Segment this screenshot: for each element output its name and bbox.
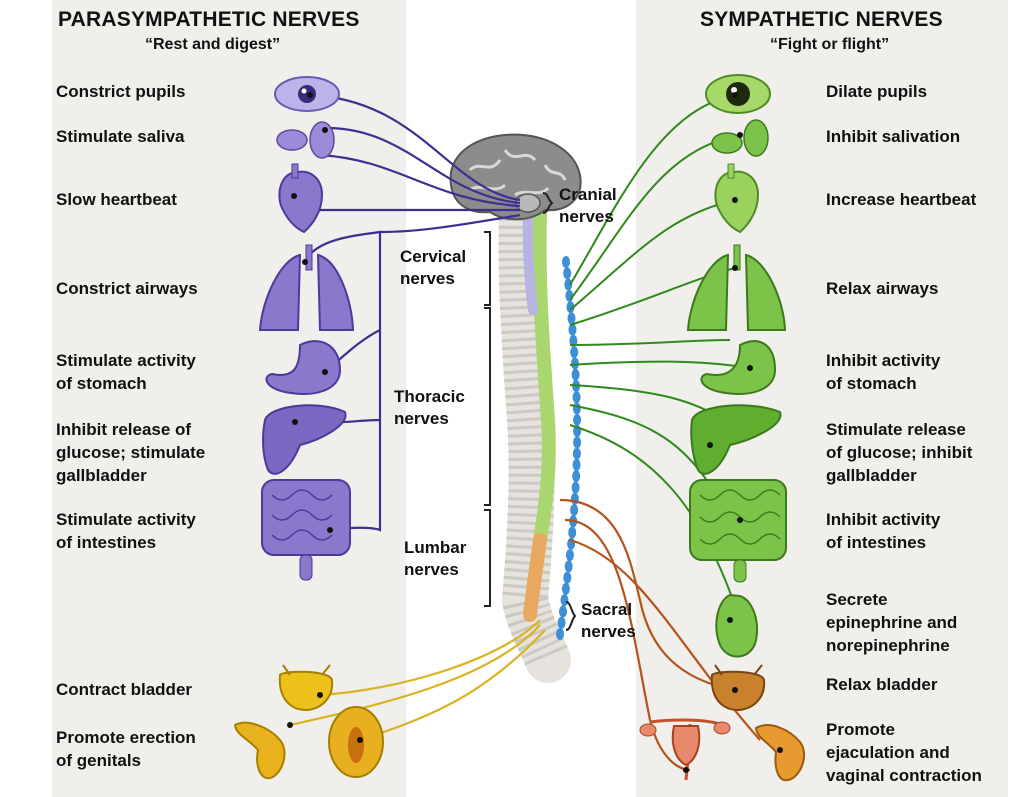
- chain-ganglion: [556, 628, 564, 640]
- chain-ganglion: [565, 549, 574, 562]
- sacral-nerves-label: Sacral nerves: [581, 600, 636, 641]
- lungs-icon: [686, 244, 787, 331]
- parasympathetic-nerves: [294, 93, 521, 532]
- para-label-intestines: Stimulate activity of intestines: [56, 510, 196, 552]
- chain-ganglion: [568, 526, 577, 539]
- chain-ganglion: [572, 391, 581, 404]
- para-label-airways: Constrict airways: [56, 279, 198, 298]
- liver-icon: [262, 404, 347, 475]
- sympathetic-panel: [636, 0, 1008, 797]
- chain-ganglion: [572, 402, 581, 415]
- chain-ganglion: [571, 368, 580, 381]
- chain-ganglion: [561, 582, 570, 595]
- chain-ganglion: [572, 458, 581, 471]
- stomach-icon: [265, 340, 342, 395]
- eye-icon: [705, 74, 771, 114]
- adrenal-kidney-icon: [715, 593, 758, 658]
- chain-ganglion: [570, 346, 579, 359]
- thoracic-nerves-label: Thoracic nerves: [394, 387, 465, 428]
- salivary-gland-icon: [276, 121, 335, 159]
- eye-icon: [274, 76, 340, 112]
- chain-ganglion: [563, 267, 572, 280]
- chain-ganglion: [566, 301, 575, 314]
- stomach-icon: [700, 340, 777, 395]
- parasympathetic-organs: [233, 76, 384, 780]
- chain-ganglion: [572, 470, 581, 483]
- uterus-icon: [639, 718, 731, 781]
- symp-label-adrenal: Secrete epinephrine and norepinephrine: [826, 590, 958, 655]
- bladder-icon: [710, 664, 766, 712]
- heart-icon: [278, 163, 324, 234]
- male-genital-icon: [233, 721, 286, 780]
- para-label-genitals: Promote erection of genitals: [56, 728, 196, 770]
- chain-ganglion: [573, 436, 582, 449]
- chain-ganglion: [559, 605, 568, 618]
- symp-label-genitals: Promote ejaculation and vaginal contract…: [826, 720, 982, 785]
- chain-ganglion: [564, 278, 573, 291]
- symp-label-intestines: Inhibit activity of intestines: [826, 510, 941, 552]
- sympathetic-organs: [639, 74, 806, 782]
- cervical-nerves-label: Cervical nerves: [400, 247, 467, 288]
- cranial-nerves-label: Cranial nerves: [559, 185, 617, 226]
- chain-ganglion: [573, 413, 582, 426]
- intestines-icon: [261, 479, 351, 581]
- chain-ganglion: [572, 447, 581, 460]
- para-label-heart: Slow heartbeat: [56, 190, 177, 209]
- symp-label-liver: Stimulate release of glucose; inhibit ga…: [826, 420, 973, 485]
- symp-label-heart: Increase heartbeat: [826, 190, 977, 209]
- female-genital-icon: [328, 706, 384, 778]
- chain-ganglion: [560, 594, 569, 607]
- nerve-endings: [287, 92, 783, 773]
- lungs-icon: [258, 244, 355, 331]
- chain-ganglion: [568, 323, 577, 336]
- chain-ganglion: [567, 312, 576, 325]
- parasympathetic-subtitle: “Rest and digest”: [145, 36, 281, 53]
- intestines-icon: [689, 479, 787, 583]
- chain-ganglion: [569, 334, 578, 347]
- bladder-icon: [278, 664, 334, 712]
- para-label-pupils: Constrict pupils: [56, 82, 186, 101]
- symp-label-airways: Relax airways: [826, 279, 939, 298]
- salivary-gland-icon: [711, 119, 769, 157]
- symp-label-stomach: Inhibit activity of stomach: [826, 351, 941, 393]
- chain-ganglion: [563, 571, 572, 584]
- para-label-saliva: Stimulate saliva: [56, 127, 185, 146]
- parasympathetic-panel: [52, 0, 406, 797]
- sympathetic-chain: [556, 256, 582, 640]
- chain-ganglion: [570, 504, 579, 516]
- para-label-bladder: Contract bladder: [56, 680, 193, 699]
- para-label-stomach: Stimulate activity of stomach: [56, 351, 196, 393]
- chain-ganglion: [570, 357, 579, 370]
- chain-ganglion: [564, 560, 573, 573]
- liver-icon: [690, 404, 782, 475]
- parasympathetic-title: PARASYMPATHETIC NERVES: [58, 8, 360, 31]
- sympathetic-subtitle: “Fight or flight”: [770, 36, 890, 53]
- chain-ganglion: [557, 616, 566, 629]
- symp-label-pupils: Dilate pupils: [826, 82, 928, 101]
- para-label-liver: Inhibit release of glucose; stimulate ga…: [56, 420, 206, 485]
- nerve-group-brackets: [484, 192, 577, 631]
- lumbar-nerves-label: Lumbar nerves: [404, 538, 467, 579]
- symp-label-saliva: Inhibit salivation: [826, 127, 961, 146]
- symp-label-bladder: Relax bladder: [826, 675, 938, 694]
- chain-ganglion: [571, 481, 580, 494]
- sympathetic-title: SYMPATHETIC NERVES: [700, 8, 943, 31]
- chain-ganglion: [562, 256, 570, 268]
- spinal-column: [498, 187, 571, 683]
